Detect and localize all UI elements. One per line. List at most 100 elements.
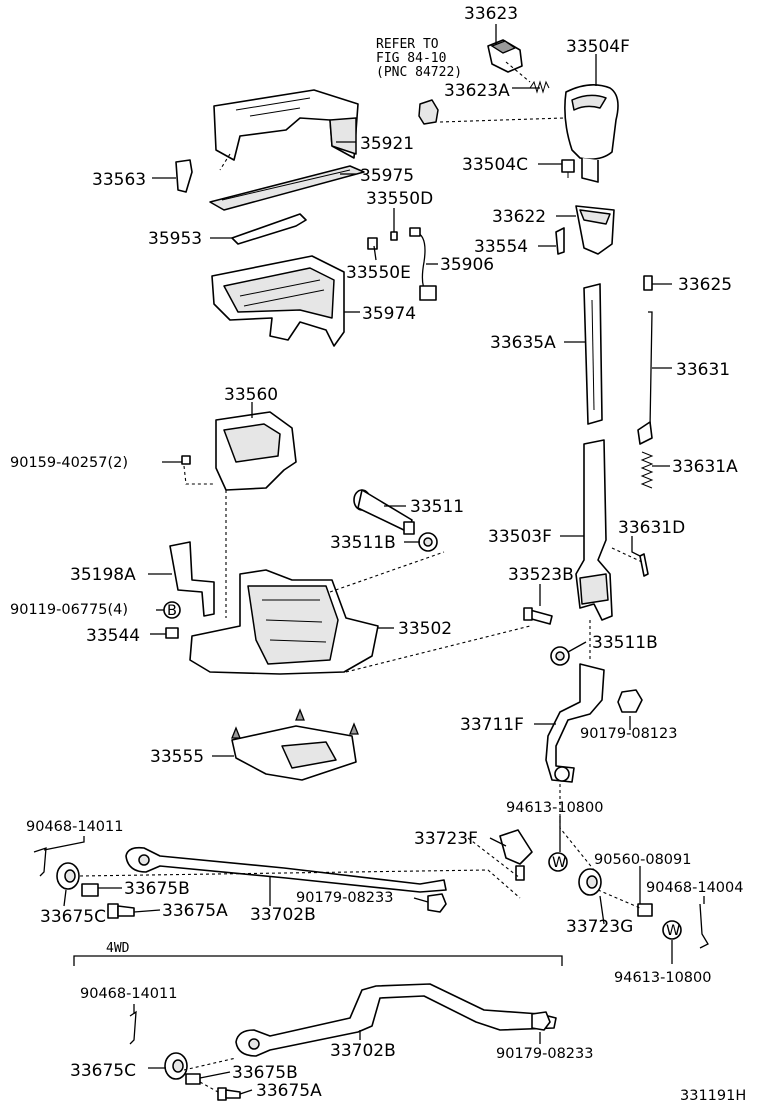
label-33523B: 33523B bbox=[508, 565, 574, 585]
refer-note-line1: REFER TO bbox=[376, 37, 439, 52]
label-33503F: 33503F bbox=[488, 527, 552, 547]
part-33504C-screw bbox=[561, 159, 575, 178]
label-33711F: 33711F bbox=[460, 715, 524, 735]
part-33623A-spring bbox=[529, 80, 550, 94]
part-90159-screw bbox=[181, 455, 191, 465]
part-33702B-rod-a bbox=[125, 846, 447, 893]
part-90468-14004-clip bbox=[699, 903, 709, 949]
part-refer-cap bbox=[418, 99, 439, 125]
label-33544: 33544 bbox=[86, 626, 140, 646]
label-90179-08233-a: 90179-08233 bbox=[296, 890, 394, 906]
label-33675B-a: 33675B bbox=[124, 879, 190, 899]
part-33631A-spring bbox=[640, 451, 654, 489]
label-33675A-a: 33675A bbox=[162, 901, 228, 921]
label-35974: 35974 bbox=[362, 304, 416, 324]
part-90468-14011-clip-b bbox=[129, 1010, 137, 1045]
part-33723G-bushing bbox=[578, 868, 602, 896]
part-35974-housing bbox=[211, 255, 345, 347]
part-90179-08123-nut bbox=[617, 689, 643, 713]
part-33675B-collar-a bbox=[81, 883, 99, 897]
part-35975-slide-plate bbox=[209, 165, 365, 211]
label-33675A-b: 33675A bbox=[256, 1081, 322, 1101]
label-94613-10800-b: 94613-10800 bbox=[614, 970, 712, 986]
part-35198A-bracket bbox=[169, 541, 215, 617]
label-33631D: 33631D bbox=[618, 518, 685, 538]
part-33675B-collar-b bbox=[185, 1073, 201, 1085]
label-35198A: 35198A bbox=[70, 565, 136, 585]
part-35921-cover bbox=[213, 89, 359, 161]
part-33511B-bushing-b bbox=[550, 646, 570, 666]
part-33631-rod bbox=[637, 311, 653, 445]
part-33631D-pin bbox=[639, 553, 649, 577]
part-33623-switch bbox=[487, 39, 523, 73]
part-33675C-bushing-b bbox=[164, 1052, 188, 1080]
part-33504F-shift-knob bbox=[564, 84, 619, 183]
refer-note-line2: FIG 84-10 bbox=[376, 51, 446, 66]
part-33723F-bracket bbox=[499, 829, 533, 881]
w-marker-a: W bbox=[548, 852, 568, 872]
part-35906-wire bbox=[409, 227, 437, 301]
label-35921: 35921 bbox=[360, 134, 414, 154]
label-33550D: 33550D bbox=[366, 189, 433, 209]
part-33502-base bbox=[189, 569, 379, 675]
b-marker: B bbox=[163, 601, 181, 619]
label-90179-08123: 90179-08123 bbox=[580, 726, 678, 742]
label-33675C-b: 33675C bbox=[70, 1061, 136, 1081]
label-33631: 33631 bbox=[676, 360, 730, 380]
b-marker-text: B bbox=[167, 603, 177, 619]
w-marker-b-text: W bbox=[666, 923, 680, 939]
part-labels: 33623 REFER TO FIG 84-10 (PNC 84722) 335… bbox=[10, 4, 746, 1104]
leader-lines bbox=[43, 24, 705, 1095]
part-90179-08233-nut-b bbox=[531, 1011, 551, 1031]
label-33723G: 33723G bbox=[566, 917, 633, 937]
label-90159-40257: 90159-40257(2) bbox=[10, 455, 128, 471]
part-33675C-bushing-a bbox=[56, 862, 80, 890]
label-33702B-a: 33702B bbox=[250, 905, 316, 925]
label-33504F: 33504F bbox=[566, 37, 630, 57]
label-90560-08091: 90560-08091 bbox=[594, 852, 692, 868]
label-33511B-a: 33511B bbox=[330, 533, 396, 553]
label-33723F: 33723F bbox=[414, 829, 478, 849]
label-33563: 33563 bbox=[92, 170, 146, 190]
label-35975: 35975 bbox=[360, 166, 414, 186]
label-33511: 33511 bbox=[410, 497, 464, 517]
label-90468-14011-a: 90468-14011 bbox=[26, 819, 124, 835]
label-33554: 33554 bbox=[474, 237, 528, 257]
label-90119-06775: 90119-06775(4) bbox=[10, 602, 128, 618]
part-33675A-bolt-a bbox=[107, 903, 135, 919]
part-90179-08233-nut-a bbox=[427, 893, 447, 913]
label-33623A: 33623A bbox=[444, 81, 510, 101]
figure-code: 331191H bbox=[680, 1088, 746, 1104]
part-33511B-bushing-a bbox=[418, 532, 438, 552]
label-33635A: 33635A bbox=[490, 333, 556, 353]
w-marker-b: W bbox=[662, 920, 682, 940]
label-33623: 33623 bbox=[464, 4, 518, 24]
part-33711F-lever bbox=[545, 663, 605, 783]
label-33631A: 33631A bbox=[672, 457, 738, 477]
part-33555-plate bbox=[231, 708, 359, 781]
label-94613-10800-a: 94613-10800 bbox=[506, 800, 604, 816]
label-33625: 33625 bbox=[678, 275, 732, 295]
part-90468-14011-clip-a bbox=[33, 847, 47, 877]
refer-note-line3: (PNC 84722) bbox=[376, 65, 462, 80]
label-33555: 33555 bbox=[150, 747, 204, 767]
part-33622-housing bbox=[575, 205, 615, 255]
w-marker-a-text: W bbox=[552, 855, 566, 871]
label-90179-08233-b: 90179-08233 bbox=[496, 1046, 594, 1062]
part-33635A-shaft bbox=[583, 283, 603, 425]
label-33702B-b: 33702B bbox=[330, 1041, 396, 1061]
part-33625-pin bbox=[643, 275, 653, 291]
label-33675B-b: 33675B bbox=[232, 1063, 298, 1083]
label-33622: 33622 bbox=[492, 207, 546, 227]
label-4wd: 4WD bbox=[106, 941, 130, 956]
part-33511-pin bbox=[353, 489, 415, 535]
part-33503F-lever bbox=[575, 439, 613, 621]
part-90560-collar bbox=[637, 903, 653, 917]
part-33675A-bolt-b bbox=[217, 1087, 241, 1101]
label-33560: 33560 bbox=[224, 385, 278, 405]
part-33560-bracket bbox=[215, 411, 297, 491]
part-35953-bracket bbox=[231, 213, 307, 245]
label-33504C: 33504C bbox=[462, 155, 528, 175]
label-90468-14011-b: 90468-14011 bbox=[80, 986, 178, 1002]
part-33550-pins bbox=[367, 231, 398, 250]
